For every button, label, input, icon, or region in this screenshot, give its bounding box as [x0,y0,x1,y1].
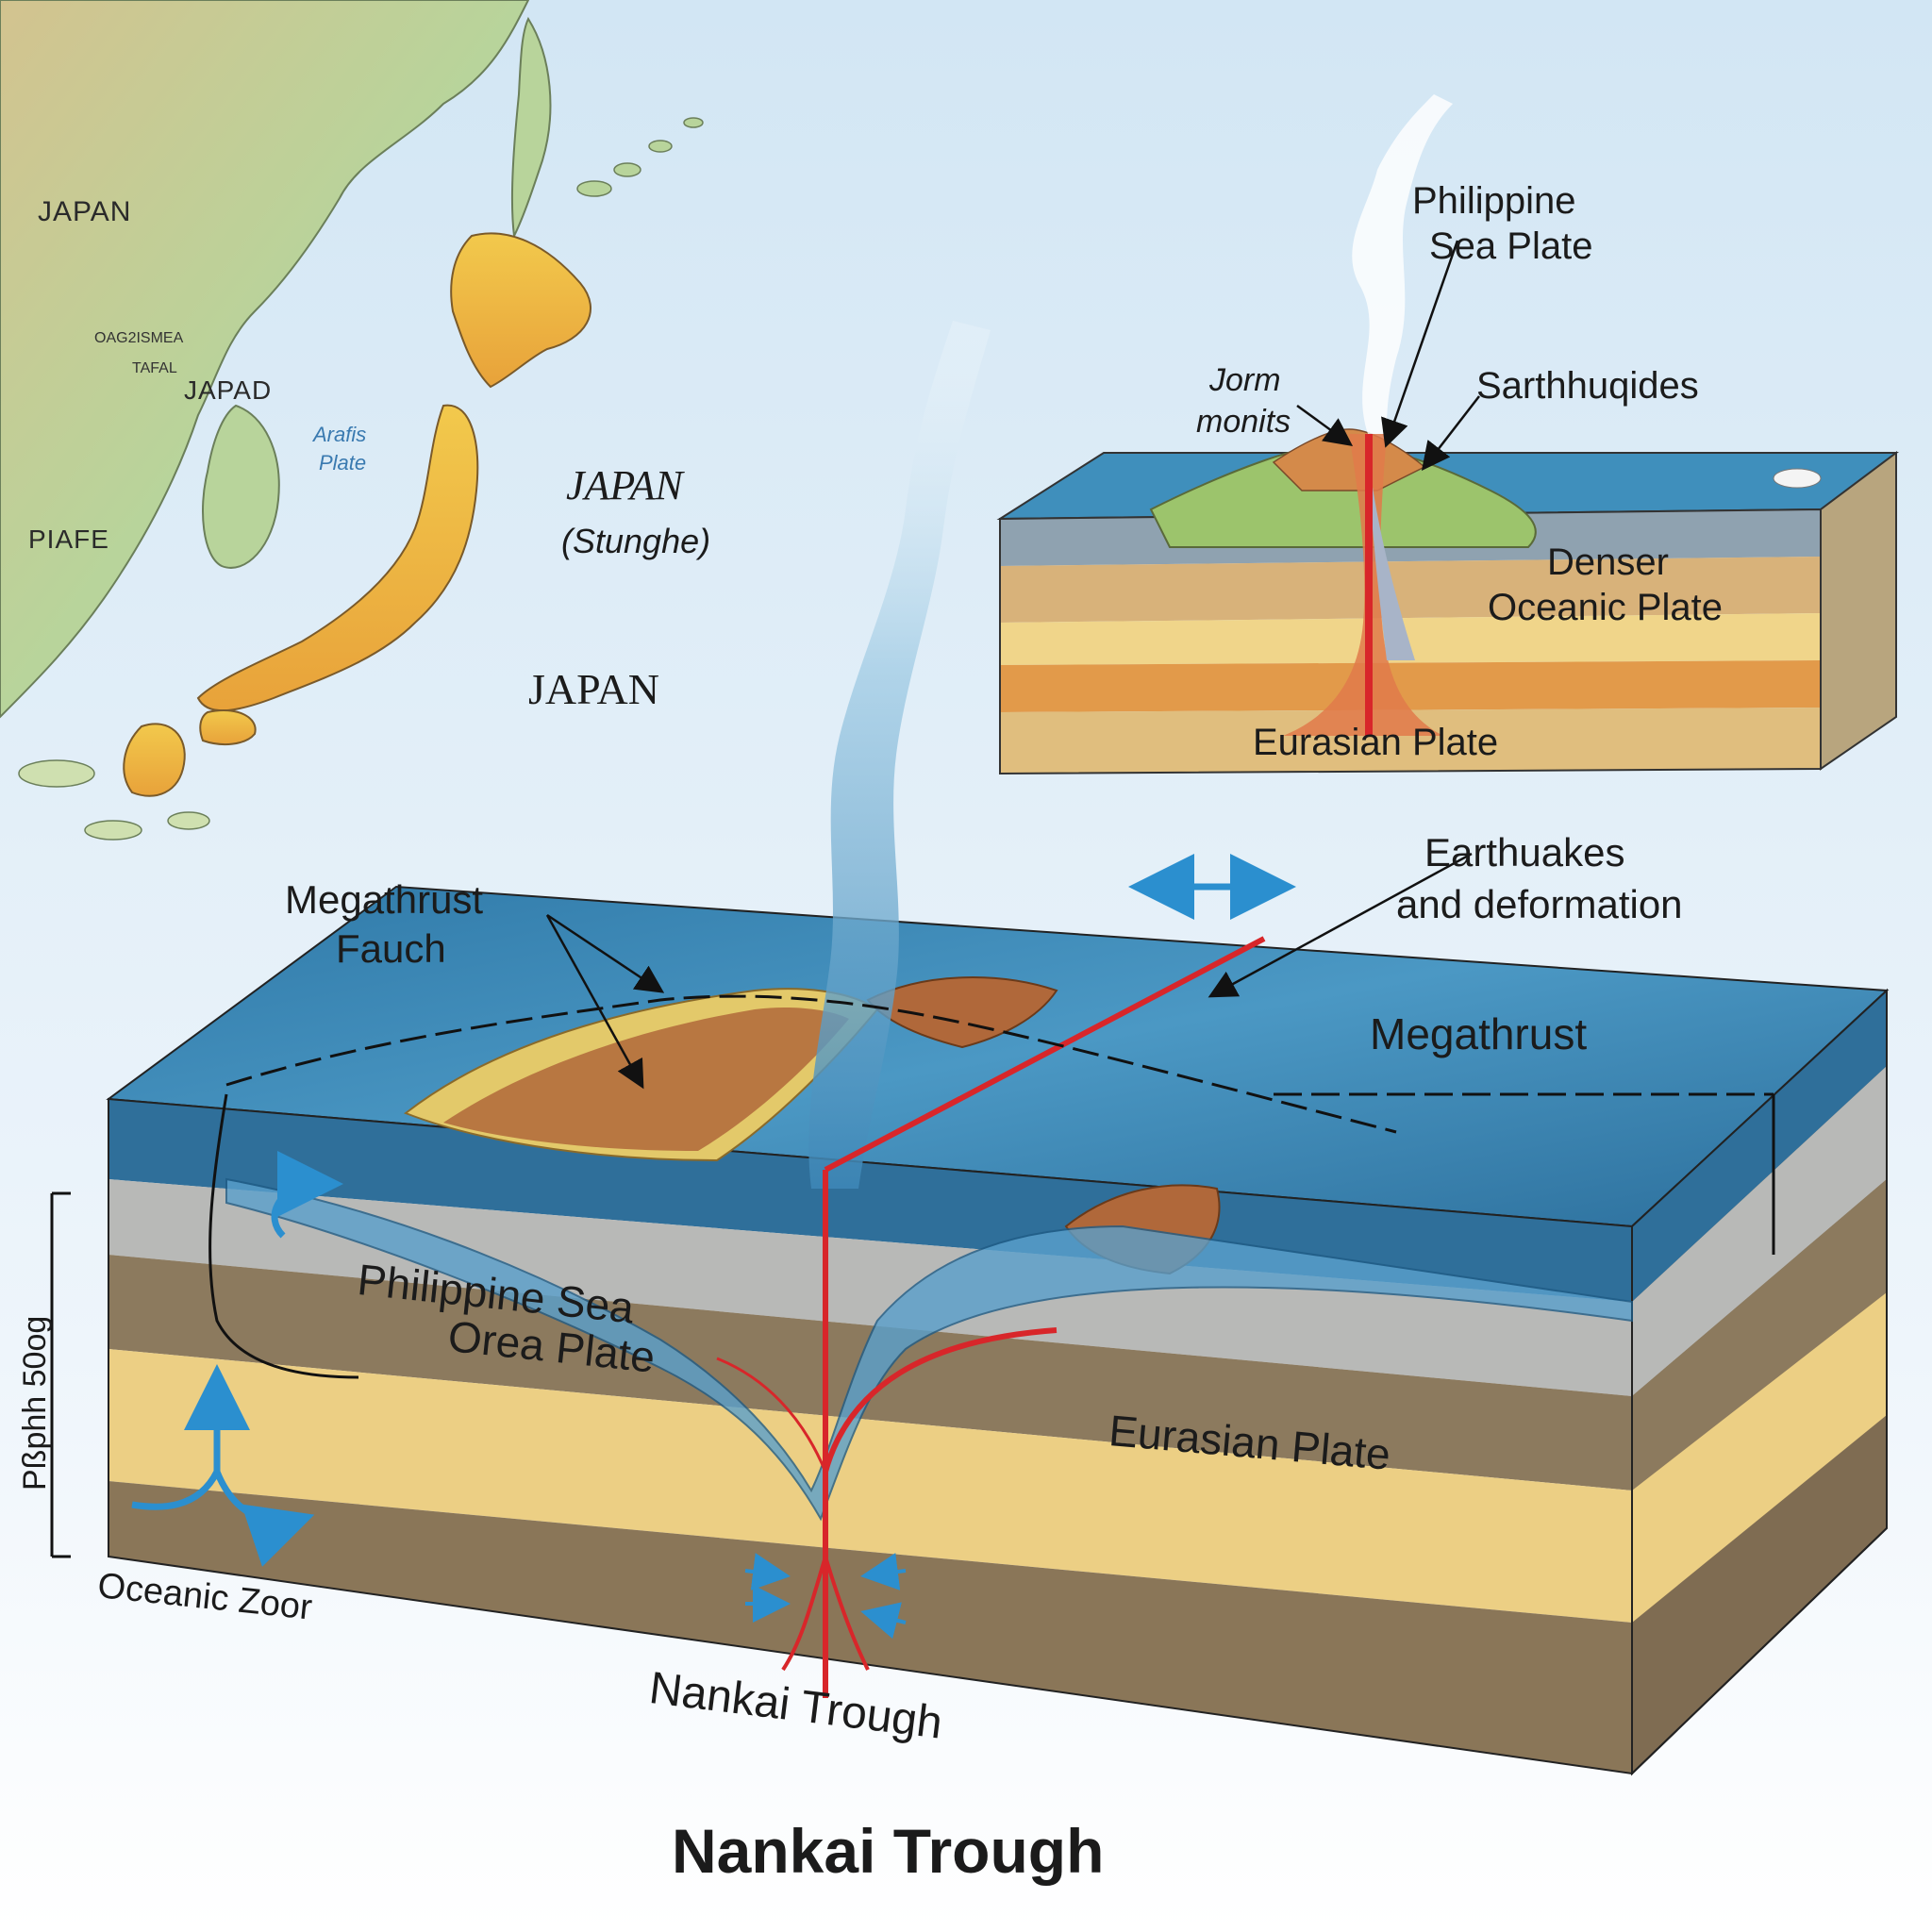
inset-label-eurasian-plate: Eurasian Plate [1253,722,1499,763]
kuril-islands [576,117,704,197]
map-label-piafe: PIAFE [28,525,109,554]
map-label-tiny-2: TAFAL [132,360,177,376]
map-label-arafis-plate-2: Plate [319,451,367,475]
water-plume [808,321,991,1189]
inset-label-denser-oceanic-2: Oceanic Plate [1488,587,1724,628]
label-earthquakes-1: Earthuakes [1424,830,1625,874]
map-label-japan-1: JAPAN [38,196,132,227]
label-earthquakes-2: and deformation [1396,882,1683,926]
shikoku [199,709,257,746]
inset-label-denser-oceanic-1: Denser [1547,541,1669,583]
map-label-japan-stunghe-1: JAPAN [566,462,683,508]
map-label-tiny-1: OAG2ISMEA [94,330,184,346]
inset-label-philippine-sea-plate-1: Philippine [1412,180,1576,222]
hokkaido [450,232,591,389]
map-label-japan-3: JAPAN [528,665,659,713]
convection-arrows [131,854,1296,1567]
label-megathrust-fauch-2: Fauch [336,926,446,971]
inset-block-diagram [996,94,1899,775]
depth-scale-bracket [50,1191,71,1558]
map-label-japan-stunghe-2: (Stunghe) [561,522,711,560]
inset-label-jorm-monits-2: monits [1196,404,1291,440]
page-title: Nankai Trough [672,1816,1105,1886]
korean-peninsula [202,404,280,569]
map-label-japad: JAPAD [184,375,273,405]
inset-label-sarthhuqides: Sarthhuqides [1476,365,1699,407]
kyushu [123,723,186,797]
inset-label-jorm-monits-1: Jorm [1209,362,1281,398]
label-depth-scale: Pßphh 50og [17,1315,53,1491]
label-megathrust-fauch-1: Megathrust [285,877,484,922]
subduction-flow-arrows [744,1553,907,1640]
label-megathrust: Megathrust [1370,1009,1588,1058]
southern-islands [18,759,210,841]
map-label-arafis-plate-1: Arafis [313,423,367,446]
inset-label-philippine-sea-plate-2: Sea Plate [1429,225,1593,267]
callout-lines [545,240,1480,1090]
mainland-asia [0,0,530,719]
